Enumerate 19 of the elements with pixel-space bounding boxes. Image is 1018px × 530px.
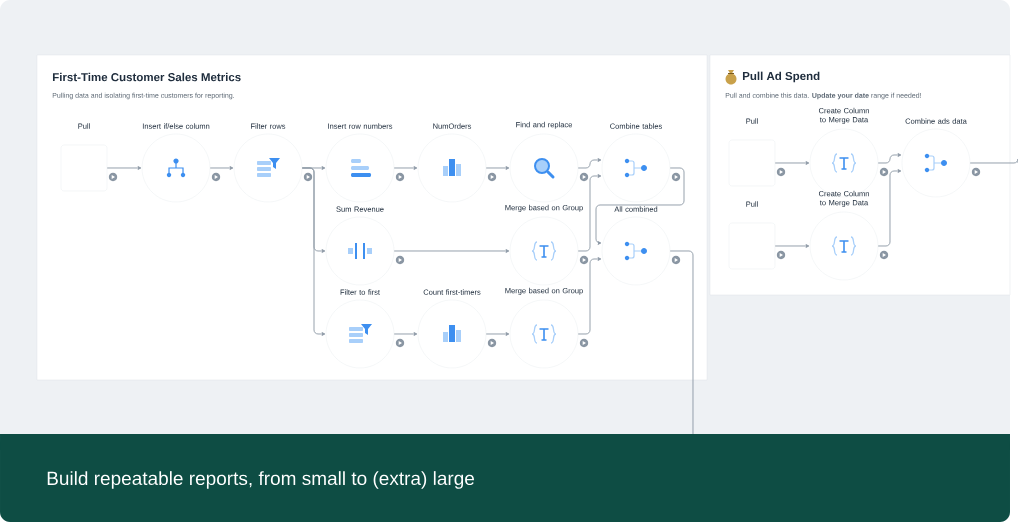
arrow — [877, 153, 902, 164]
arrow — [209, 166, 234, 170]
arrow — [774, 161, 810, 165]
arrow — [774, 244, 810, 248]
banner: Build repeatable reports, from small to (extra) large — [0, 434, 1010, 522]
connector-line — [669, 250, 694, 435]
arrow — [106, 166, 142, 170]
arrow — [577, 158, 602, 169]
arrow — [595, 167, 685, 245]
arrow — [393, 166, 418, 170]
connector-line — [969, 158, 1018, 164]
arrow — [577, 257, 602, 335]
arrow — [577, 174, 602, 252]
arrow — [877, 169, 902, 247]
arrow — [393, 249, 510, 253]
arrow — [485, 166, 510, 170]
arrow — [301, 167, 326, 336]
arrow — [485, 332, 510, 336]
arrow — [393, 332, 418, 336]
